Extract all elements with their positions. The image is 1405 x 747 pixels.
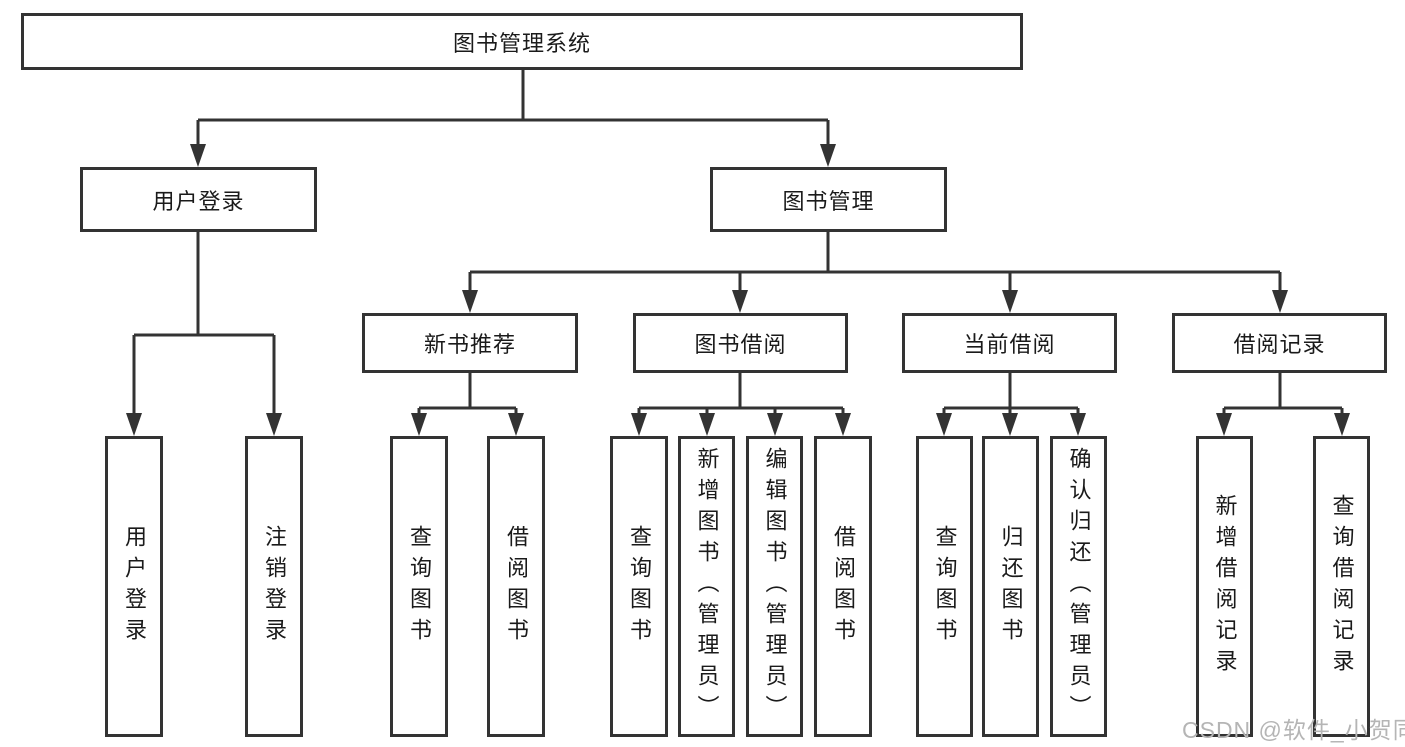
node-user-login: 用户登录 (80, 167, 317, 232)
leaf-query-borrow-record-label: 查询借阅记录 (1329, 493, 1355, 680)
arrow-icon (631, 413, 647, 436)
arrow-icon (936, 413, 952, 436)
node-book-borrow: 图书借阅 (633, 313, 848, 373)
leaf-logout: 注销登录 (245, 436, 303, 737)
arrow-icon (266, 413, 282, 436)
arrow-icon (835, 413, 851, 436)
leaf-user-login-label: 用户登录 (122, 524, 147, 649)
node-current-borrow-label: 当前借阅 (963, 332, 1056, 357)
arrow-icon (1272, 290, 1288, 313)
leaf-query-borrow-record: 查询借阅记录 (1313, 436, 1370, 737)
arrow-icon (190, 144, 206, 167)
arrow-icon (126, 413, 142, 436)
node-book-borrow-label: 图书借阅 (694, 332, 787, 357)
connector-current-borrow (942, 373, 1080, 418)
leaf-logout-label: 注销登录 (262, 524, 287, 649)
node-borrow-records: 借阅记录 (1172, 313, 1387, 373)
leaf-borrow-books-recommend-label: 借阅图书 (504, 524, 529, 649)
connector-book-borrow (637, 373, 845, 418)
arrow-icon (699, 413, 715, 436)
leaf-edit-book-admin-label: 编辑图书（管理员） (762, 447, 788, 726)
node-book-management-label: 图书管理 (782, 188, 875, 214)
leaf-user-login: 用户登录 (105, 436, 163, 737)
leaf-query-books-current: 查询图书 (916, 436, 973, 737)
leaf-borrow-books-recommend: 借阅图书 (487, 436, 545, 737)
connector-root (196, 70, 830, 148)
leaf-query-books-borrow-label: 查询图书 (627, 524, 652, 649)
arrow-icon (767, 413, 783, 436)
leaf-add-borrow-record: 新增借阅记录 (1196, 436, 1253, 737)
connector-user-login (132, 232, 276, 416)
node-current-borrow: 当前借阅 (902, 313, 1117, 373)
node-book-management: 图书管理 (710, 167, 947, 232)
leaf-edit-book-admin: 编辑图书（管理员） (746, 436, 803, 737)
leaf-query-books-recommend-label: 查询图书 (407, 524, 432, 649)
arrow-icon (508, 413, 524, 436)
node-user-login-label: 用户登录 (152, 188, 245, 214)
leaf-query-books-recommend: 查询图书 (390, 436, 448, 737)
leaf-add-borrow-record-label: 新增借阅记录 (1212, 493, 1238, 680)
leaf-borrow-books-2-label: 借阅图书 (831, 524, 856, 649)
csdn-watermark: CSDN @软件_小贺同学 (1182, 717, 1405, 743)
leaf-query-books-borrow: 查询图书 (610, 436, 668, 737)
arrow-icon (1002, 290, 1018, 313)
arrowheads (126, 144, 1350, 436)
node-root: 图书管理系统 (21, 13, 1023, 70)
arrow-icon (1334, 413, 1350, 436)
arrow-icon (732, 290, 748, 313)
leaf-borrow-books-2: 借阅图书 (814, 436, 872, 737)
connector-borrow-records (1222, 373, 1344, 418)
node-new-book-recommend: 新书推荐 (362, 313, 578, 373)
arrow-icon (411, 413, 427, 436)
leaf-add-book-admin-label: 新增图书（管理员） (694, 447, 720, 726)
node-root-label: 图书管理系统 (452, 30, 591, 56)
leaf-confirm-return-admin: 确认归还（管理员） (1050, 436, 1107, 737)
connector-book-management (468, 232, 1282, 294)
arrow-icon (1216, 413, 1232, 436)
arrow-icon (820, 144, 836, 167)
node-new-book-recommend-label: 新书推荐 (423, 332, 516, 357)
leaf-return-book-label: 归还图书 (998, 524, 1024, 649)
leaf-confirm-return-admin-label: 确认归还（管理员） (1066, 447, 1092, 726)
node-borrow-records-label: 借阅记录 (1233, 332, 1326, 357)
arrow-icon (1002, 413, 1018, 436)
leaf-add-book-admin: 新增图书（管理员） (678, 436, 735, 737)
arrow-icon (462, 290, 478, 313)
connector-new-book-recommend (417, 373, 518, 418)
leaf-query-books-current-label: 查询图书 (932, 524, 958, 649)
arrow-icon (1070, 413, 1086, 436)
leaf-return-book: 归还图书 (982, 436, 1039, 737)
